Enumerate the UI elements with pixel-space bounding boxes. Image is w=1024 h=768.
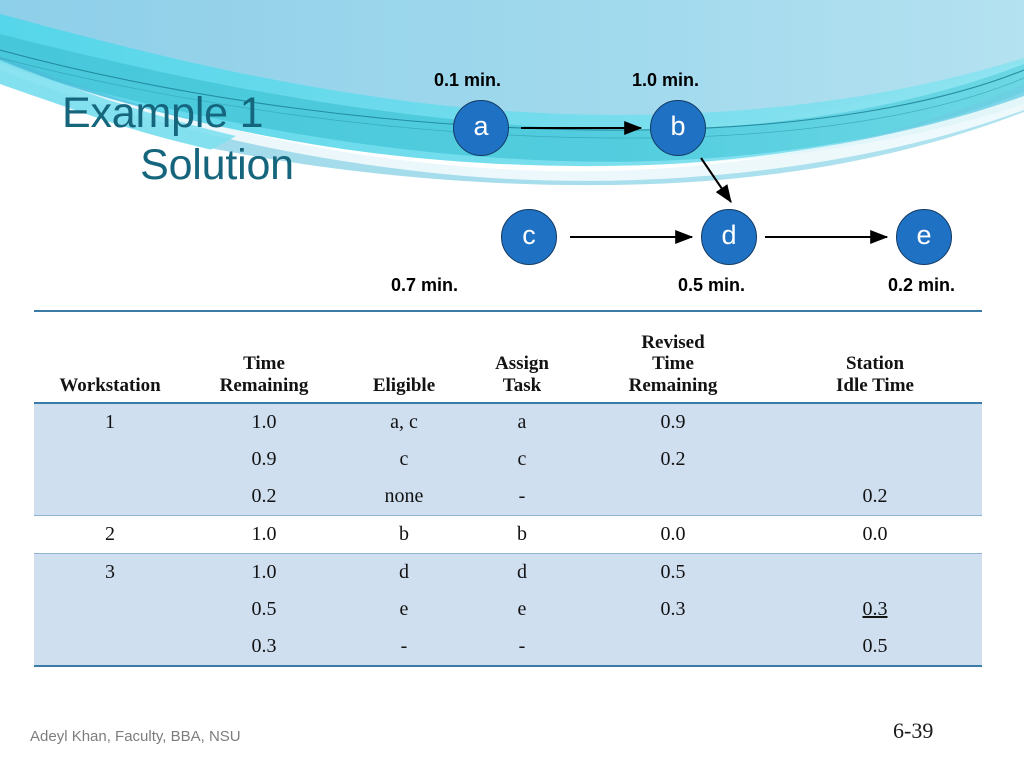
cell-time-remaining: 1.0 xyxy=(186,515,342,554)
cell-eligible: b xyxy=(342,515,466,554)
cell-workstation xyxy=(34,441,186,478)
table-header-row: Workstation Time Remaining Eligible Assi… xyxy=(34,310,982,404)
cell-workstation: 2 xyxy=(34,515,186,554)
cell-revised-time-remaining: 0.0 xyxy=(578,515,768,554)
cell-assign-task: b xyxy=(466,515,578,554)
cell-workstation: 1 xyxy=(34,403,186,441)
cell-time-remaining: 1.0 xyxy=(186,553,342,591)
cell-revised-time-remaining: 0.2 xyxy=(578,441,768,478)
solution-table: Workstation Time Remaining Eligible Assi… xyxy=(34,310,982,667)
cell-station-idle-time: 0.3 xyxy=(768,591,982,628)
time-label-b: 1.0 min. xyxy=(632,70,700,90)
cell-revised-time-remaining xyxy=(578,478,768,516)
node-c[interactable]: c xyxy=(501,209,557,265)
footer-credit: Adeyl Khan, Faculty, BBA, NSU xyxy=(30,728,241,745)
node-d[interactable]: d xyxy=(701,209,757,265)
node-b[interactable]: b xyxy=(650,100,706,156)
title-line-1: Example 1 xyxy=(62,89,264,137)
col-header-station-idle-time: Station Idle Time xyxy=(768,310,982,404)
node-e-label: e xyxy=(916,219,932,250)
col-header-eligible: Eligible xyxy=(342,310,466,404)
cell-eligible: d xyxy=(342,553,466,591)
cell-revised-time-remaining: 0.5 xyxy=(578,553,768,591)
node-c-label: c xyxy=(522,219,536,250)
cell-station-idle-time-underlined-value: 0.3 xyxy=(862,598,888,620)
node-a-label: a xyxy=(473,110,489,141)
edge-b-to-d xyxy=(700,157,732,203)
col-header-workstation: Workstation xyxy=(34,310,186,404)
cell-eligible: e xyxy=(342,591,466,628)
col-header-time-remaining: Time Remaining xyxy=(186,310,342,404)
col-header-assign-task: Assign Task xyxy=(466,310,578,404)
slide-number: 6-39 xyxy=(893,718,934,743)
cell-time-remaining: 0.2 xyxy=(186,478,342,516)
cell-workstation xyxy=(34,628,186,667)
time-label-a: 0.1 min. xyxy=(434,70,502,90)
cell-time-remaining: 1.0 xyxy=(186,403,342,441)
cell-station-idle-time xyxy=(768,403,982,441)
cell-assign-task: - xyxy=(466,628,578,667)
precedence-diagram: 0.1 min. 1.0 min. 0.7 min. 0.5 min. 0.2 … xyxy=(0,0,1024,305)
cell-time-remaining: 0.9 xyxy=(186,441,342,478)
cell-revised-time-remaining: 0.3 xyxy=(578,591,768,628)
node-a[interactable]: a xyxy=(453,100,509,156)
cell-assign-task: - xyxy=(466,478,578,516)
cell-workstation xyxy=(34,478,186,516)
title-line-2: Solution xyxy=(140,140,294,189)
cell-time-remaining: 0.5 xyxy=(186,591,342,628)
cell-eligible: a, c xyxy=(342,403,466,441)
cell-eligible: none xyxy=(342,478,466,516)
cell-time-remaining: 0.3 xyxy=(186,628,342,667)
page-title: Example 1 Solution xyxy=(52,88,382,191)
table-row: 0.3--0.5 xyxy=(34,628,982,667)
cell-workstation xyxy=(34,591,186,628)
time-label-d: 0.5 min. xyxy=(678,275,746,295)
cell-station-idle-time: 0.0 xyxy=(768,515,982,554)
cell-eligible: - xyxy=(342,628,466,667)
time-label-c: 0.7 min. xyxy=(391,275,459,295)
cell-station-idle-time: 0.5 xyxy=(768,628,982,667)
node-e[interactable]: e xyxy=(896,209,952,265)
cell-station-idle-time xyxy=(768,553,982,591)
cell-eligible: c xyxy=(342,441,466,478)
cell-station-idle-time xyxy=(768,441,982,478)
node-b-label: b xyxy=(670,110,686,141)
node-d-label: d xyxy=(721,219,737,250)
cell-station-idle-time: 0.2 xyxy=(768,478,982,516)
cell-revised-time-remaining: 0.9 xyxy=(578,403,768,441)
time-label-e: 0.2 min. xyxy=(888,275,956,295)
table-header: Workstation Time Remaining Eligible Assi… xyxy=(34,310,982,404)
cell-assign-task: c xyxy=(466,441,578,478)
cell-assign-task: e xyxy=(466,591,578,628)
cell-workstation: 3 xyxy=(34,553,186,591)
cell-assign-task: a xyxy=(466,403,578,441)
cell-assign-task: d xyxy=(466,553,578,591)
cell-revised-time-remaining xyxy=(578,628,768,667)
col-header-revised-time-remaining: Revised Time Remaining xyxy=(578,310,768,404)
